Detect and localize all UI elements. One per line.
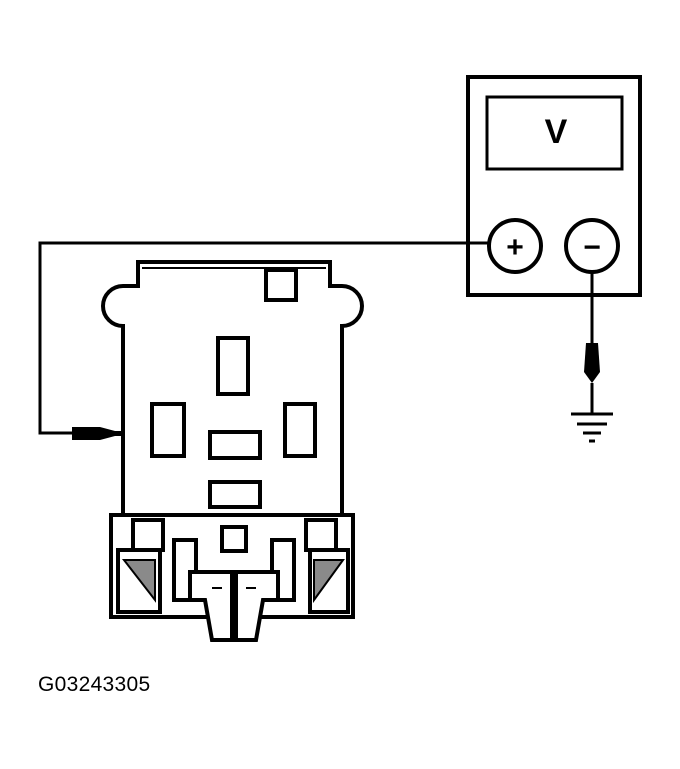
voltmeter: V + − xyxy=(466,75,642,297)
negative-probe xyxy=(584,343,600,383)
terminal-cavity xyxy=(283,402,317,458)
terminal-cavity xyxy=(216,336,250,396)
connector-latch xyxy=(264,268,298,302)
positive-lead xyxy=(38,241,489,440)
positive-probe xyxy=(72,427,150,440)
positive-terminal xyxy=(487,218,543,274)
positive-lead-wire xyxy=(38,241,489,435)
connector xyxy=(101,260,364,642)
voltmeter-display-label: V xyxy=(545,113,568,151)
positive-terminal-symbol: + xyxy=(506,231,524,264)
negative-terminal-symbol: − xyxy=(583,231,601,264)
voltmeter-display xyxy=(485,95,624,171)
figure-id: G03243305 xyxy=(38,673,151,696)
connector-lock-section xyxy=(109,513,355,642)
terminal-cavity xyxy=(208,480,262,509)
terminal-cavity xyxy=(208,430,262,460)
ground-icon xyxy=(571,412,613,443)
negative-lead xyxy=(571,272,613,443)
terminal-cavity-probed xyxy=(150,402,186,458)
